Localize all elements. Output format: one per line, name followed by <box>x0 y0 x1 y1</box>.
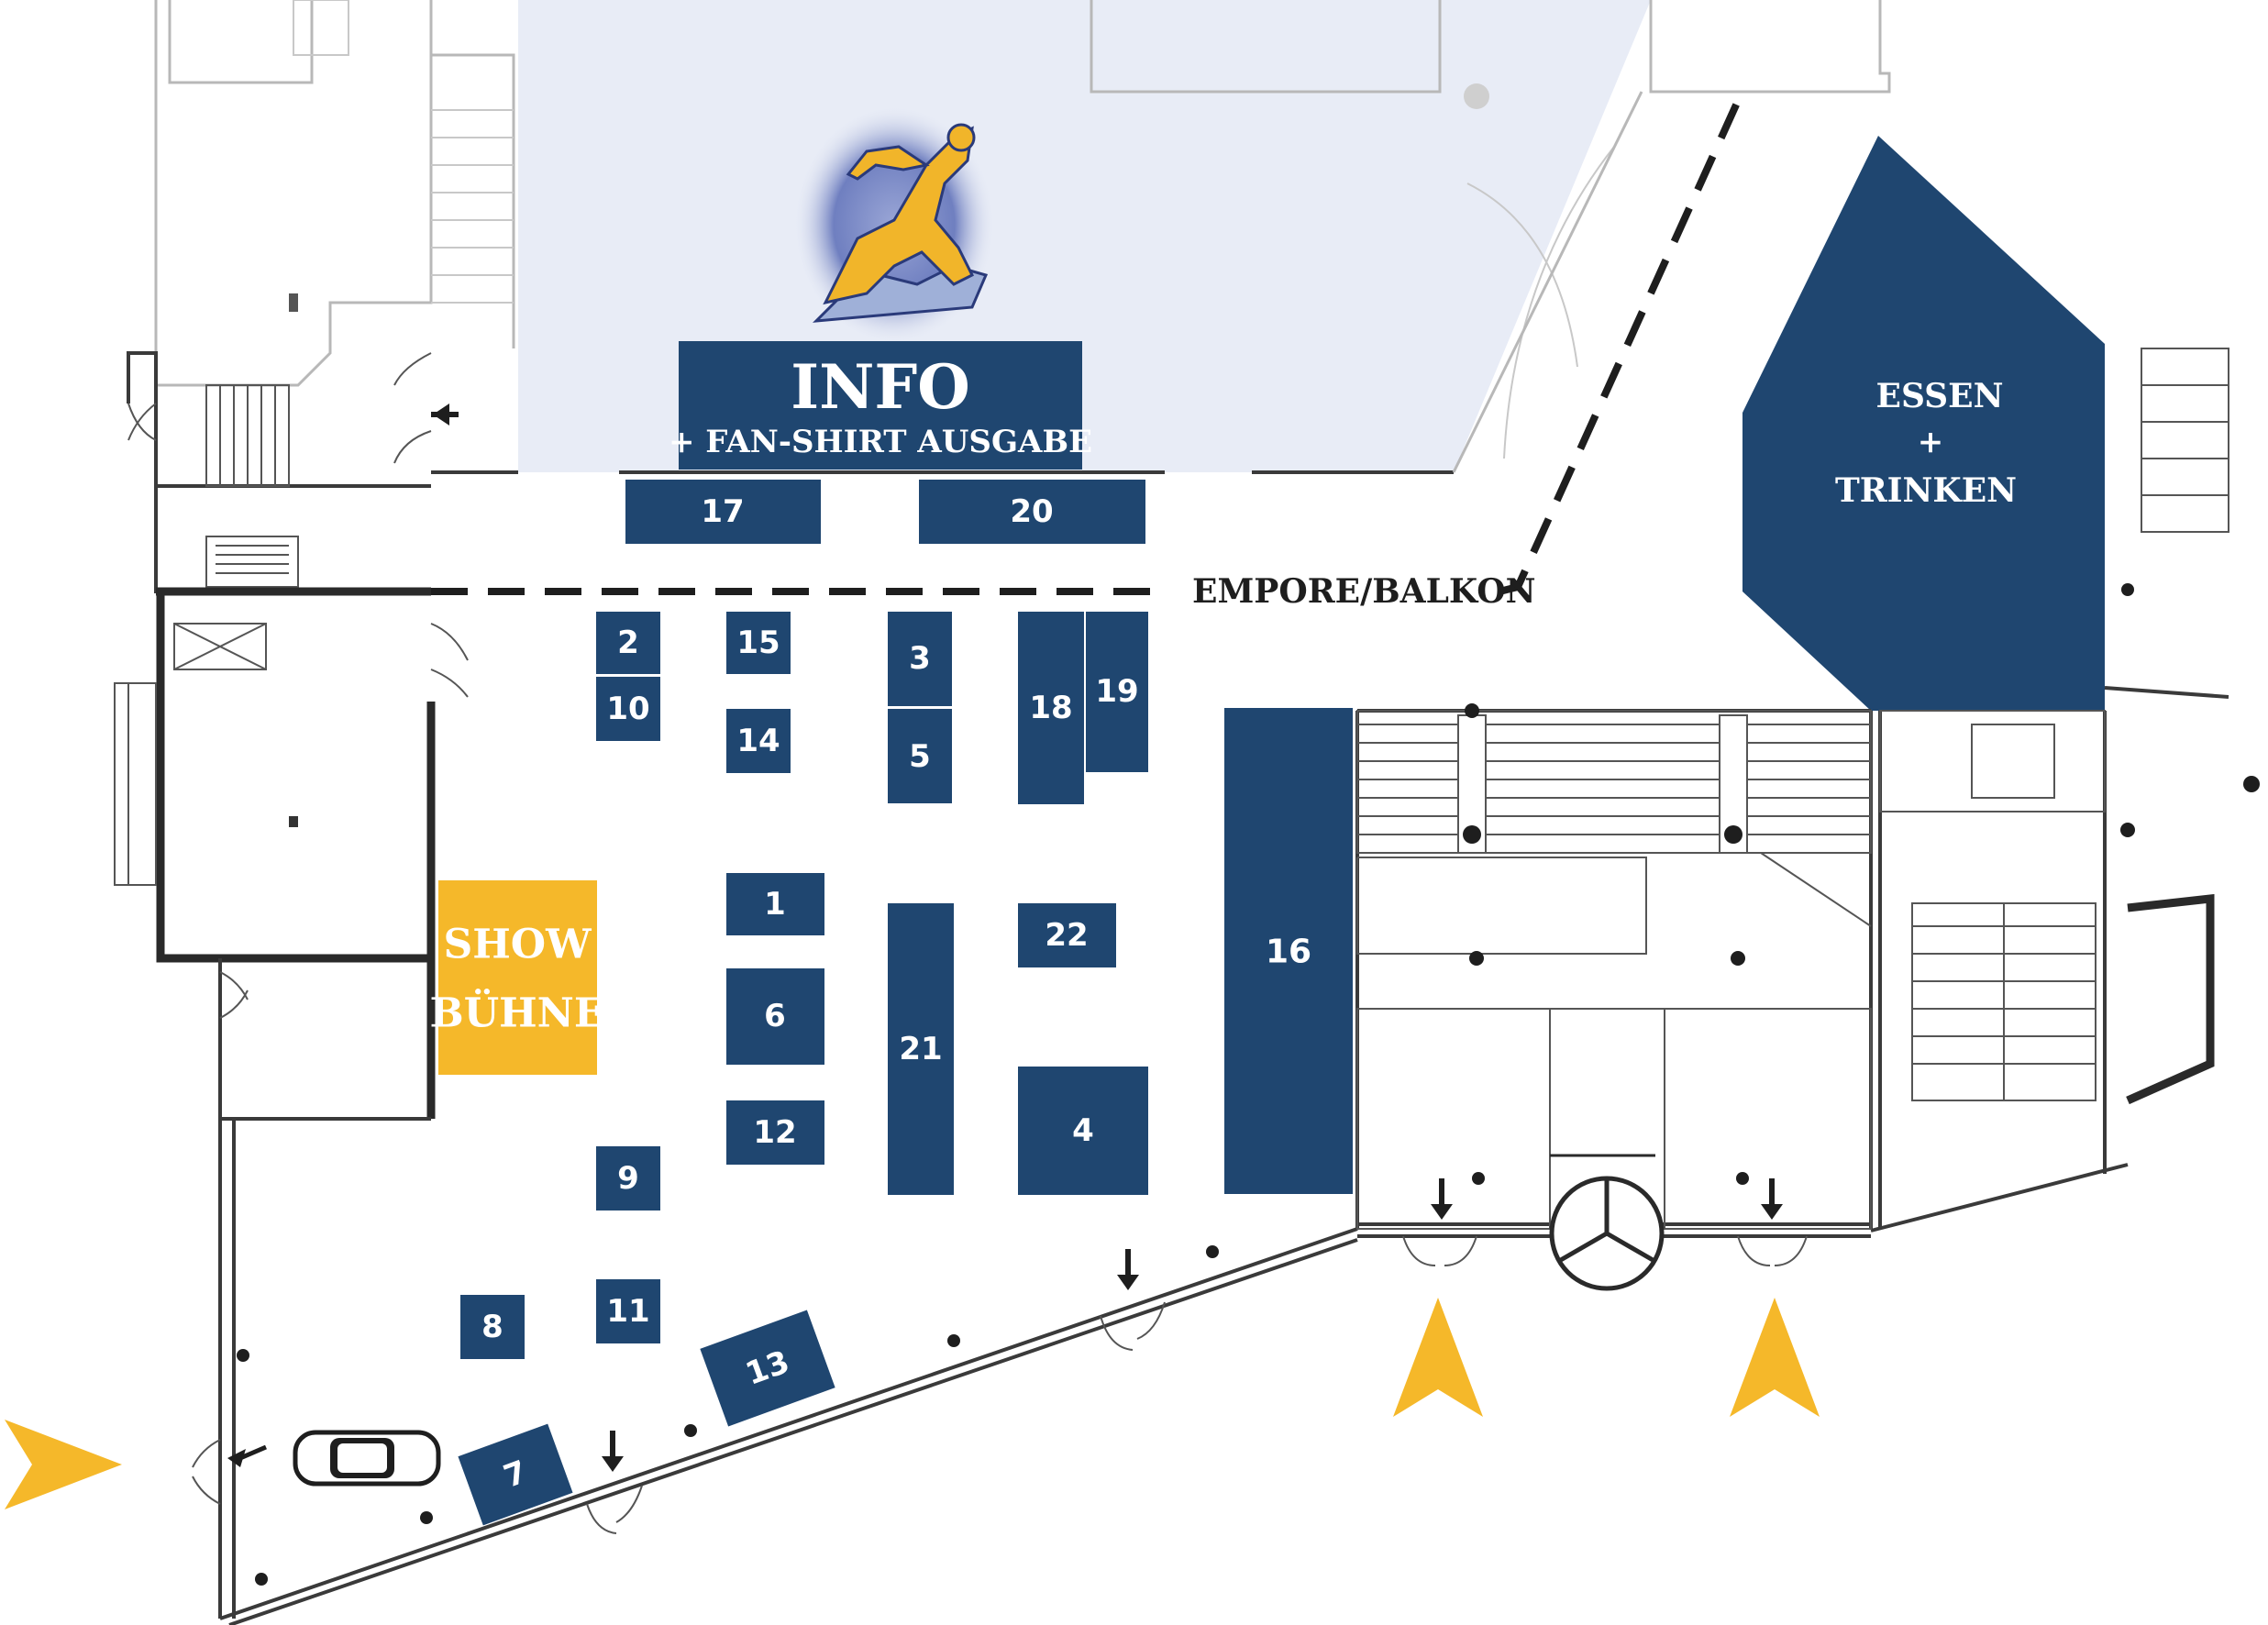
booth-3[interactable] <box>888 612 952 706</box>
upper-building-outline <box>154 0 1891 459</box>
booth-15[interactable] <box>726 612 791 674</box>
booth-label-14: 14 <box>736 723 780 759</box>
booth-label-19: 19 <box>1095 673 1138 710</box>
staircase-center <box>1356 703 1872 1230</box>
booth-16[interactable] <box>1224 708 1353 1194</box>
booth-12[interactable] <box>726 1100 824 1165</box>
booth-21[interactable] <box>888 903 954 1195</box>
show-label-2: BÜHNE <box>430 988 605 1037</box>
staircase-right <box>1879 348 2260 1105</box>
booth-7[interactable] <box>458 1423 573 1526</box>
food-label-2: + <box>1918 424 1944 460</box>
booth-4[interactable] <box>1018 1067 1148 1195</box>
balcony-label: EMPORE/BALKON <box>1192 572 1535 611</box>
booth-label-8: 8 <box>481 1309 503 1345</box>
booth-label-12: 12 <box>753 1114 796 1151</box>
booth-label-11: 11 <box>606 1293 649 1330</box>
entrance-arrows <box>5 1298 1820 1509</box>
booth-10[interactable] <box>596 677 660 741</box>
booth-18[interactable] <box>1018 612 1084 804</box>
show-label-1: SHOW <box>443 922 592 968</box>
doors <box>127 352 1808 1534</box>
food-area <box>1742 136 2105 711</box>
food-label-3: TRINKEN <box>1835 471 2017 510</box>
info-title: INFO <box>791 351 970 423</box>
booth-label-9: 9 <box>617 1160 639 1197</box>
booth-label-10: 10 <box>606 691 649 727</box>
booth-19[interactable] <box>1086 612 1148 772</box>
booths: 17 20 2 10 15 14 3 5 18 19 16 1 6 12 21 … <box>458 480 1353 1526</box>
booth-label-15: 15 <box>736 625 780 661</box>
booth-label-3: 3 <box>909 640 931 677</box>
booth-label-5: 5 <box>909 738 931 775</box>
booth-6[interactable] <box>726 968 824 1065</box>
entrance-arrow-icon <box>1730 1298 1820 1417</box>
booth-17[interactable] <box>625 480 821 544</box>
booth-13[interactable] <box>700 1310 835 1427</box>
info-banner <box>679 341 1082 470</box>
car-icon <box>293 1430 441 1487</box>
booth-label-20: 20 <box>1010 493 1053 530</box>
booth-11[interactable] <box>596 1279 660 1343</box>
booth-label-17: 17 <box>701 493 744 530</box>
booth-label-18: 18 <box>1029 690 1072 726</box>
booth-9[interactable] <box>596 1146 660 1210</box>
booth-8[interactable] <box>460 1295 525 1359</box>
booth-2[interactable] <box>596 612 660 674</box>
booth-label-22: 22 <box>1045 917 1088 954</box>
booth-label-2: 2 <box>617 625 639 661</box>
entrance-arrow-icon <box>5 1420 122 1509</box>
booth-20[interactable] <box>919 480 1145 544</box>
revolving-door <box>1549 1154 1665 1291</box>
booth-1[interactable] <box>726 873 824 935</box>
exit-arrows <box>227 403 1783 1472</box>
runner-logo <box>793 105 995 344</box>
booth-label-6: 6 <box>764 998 786 1034</box>
booth-label-16: 16 <box>1266 934 1311 971</box>
booth-label-1: 1 <box>764 886 786 923</box>
info-subtitle: + FAN-SHIRT AUSGABE <box>669 424 1092 460</box>
food-label-1: ESSEN <box>1876 377 2004 415</box>
booth-label-4: 4 <box>1072 1112 1094 1149</box>
entrance-arrow-icon <box>1393 1298 1483 1417</box>
left-building <box>114 293 436 1121</box>
booth-5[interactable] <box>888 709 952 803</box>
booth-22[interactable] <box>1018 903 1116 967</box>
column-dots <box>237 1245 1219 1586</box>
booth-label-21: 21 <box>899 1031 942 1067</box>
show-stage <box>438 880 597 1075</box>
booth-14[interactable] <box>726 709 791 773</box>
